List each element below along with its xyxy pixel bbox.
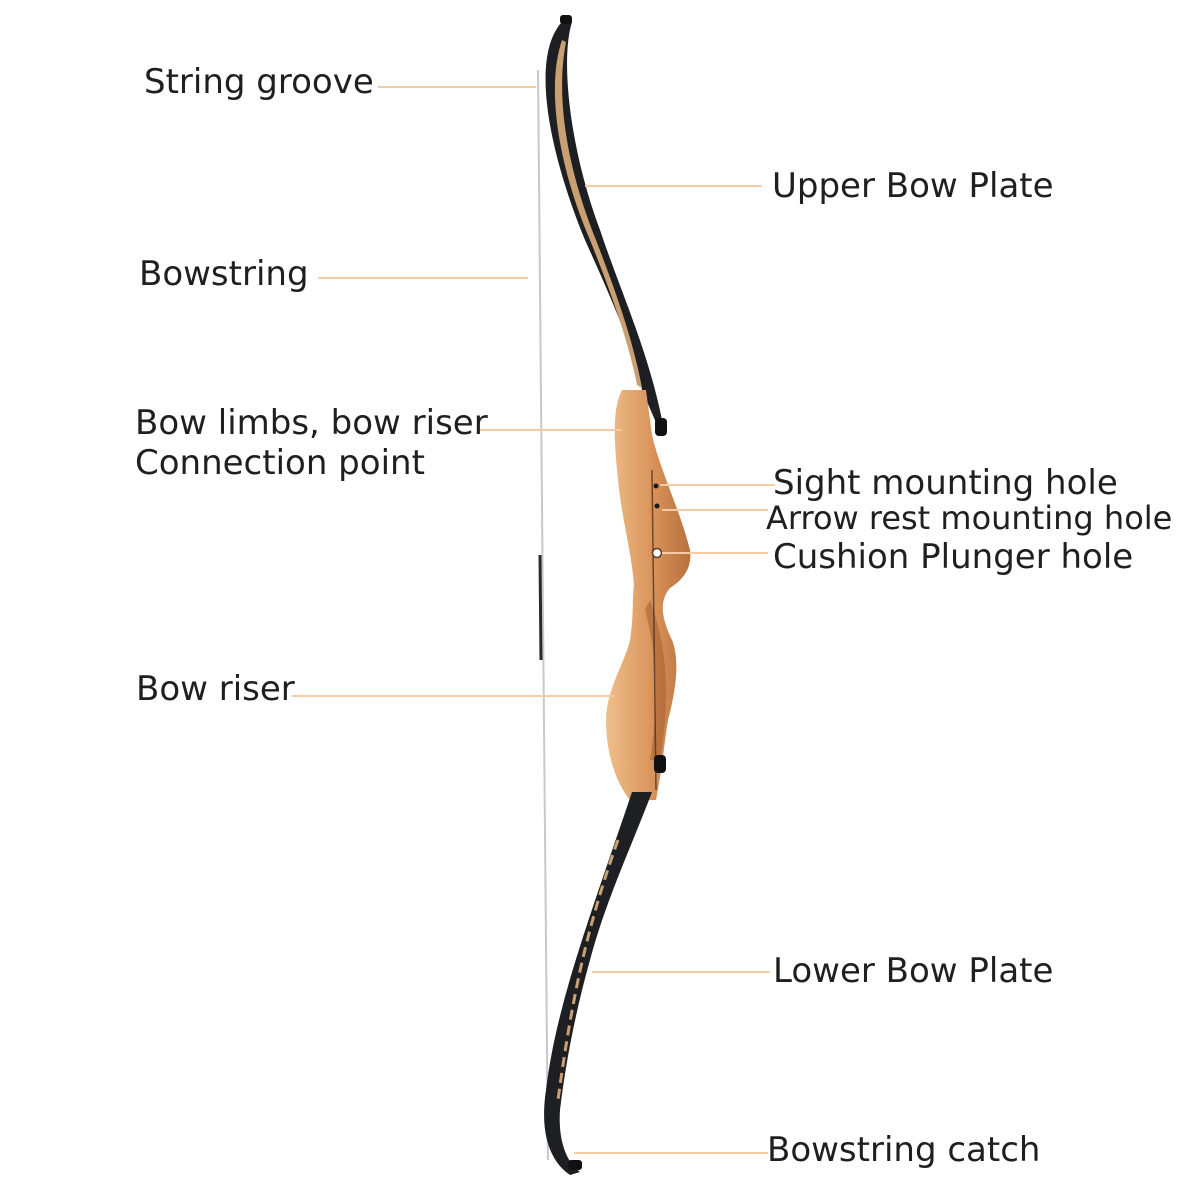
label-lower-bow-plate: Lower Bow Plate <box>773 951 1054 991</box>
label-arrow-rest-mounting-hole: Arrow rest mounting hole <box>766 499 1173 537</box>
upper-limb-bolt <box>655 418 667 436</box>
label-limb-riser-connection-line2: Connection point <box>135 443 425 483</box>
label-upper-bow-plate: Upper Bow Plate <box>772 166 1054 206</box>
arrow-rest-mounting-hole-marker <box>654 503 660 509</box>
sight-mounting-hole-marker <box>653 483 659 489</box>
label-bowstring: Bowstring <box>139 254 309 294</box>
riser-body <box>606 390 691 800</box>
bowstring-graphic <box>537 69 549 1161</box>
label-bow-riser: Bow riser <box>136 669 295 709</box>
label-limb-riser-connection-line1: Bow limbs, bow riser <box>135 403 488 443</box>
lower-limb-bolt <box>654 755 666 773</box>
upper-limb-core <box>554 40 642 388</box>
upper-limb <box>545 18 662 432</box>
riser-grip-shade <box>645 600 667 760</box>
label-string-groove: String groove <box>144 62 374 102</box>
label-bowstring-catch: Bowstring catch <box>767 1130 1041 1170</box>
lower-limb <box>544 792 652 1175</box>
lower-limb-decoration <box>556 839 620 1101</box>
bowstring-catch-tip <box>568 1160 582 1170</box>
riser-centerline <box>651 469 657 791</box>
label-sight-mounting-hole: Sight mounting hole <box>773 463 1118 503</box>
label-cushion-plunger-hole: Cushion Plunger hole <box>773 537 1134 577</box>
cushion-plunger-hole-marker <box>651 547 663 559</box>
string-groove-tip <box>560 15 572 24</box>
